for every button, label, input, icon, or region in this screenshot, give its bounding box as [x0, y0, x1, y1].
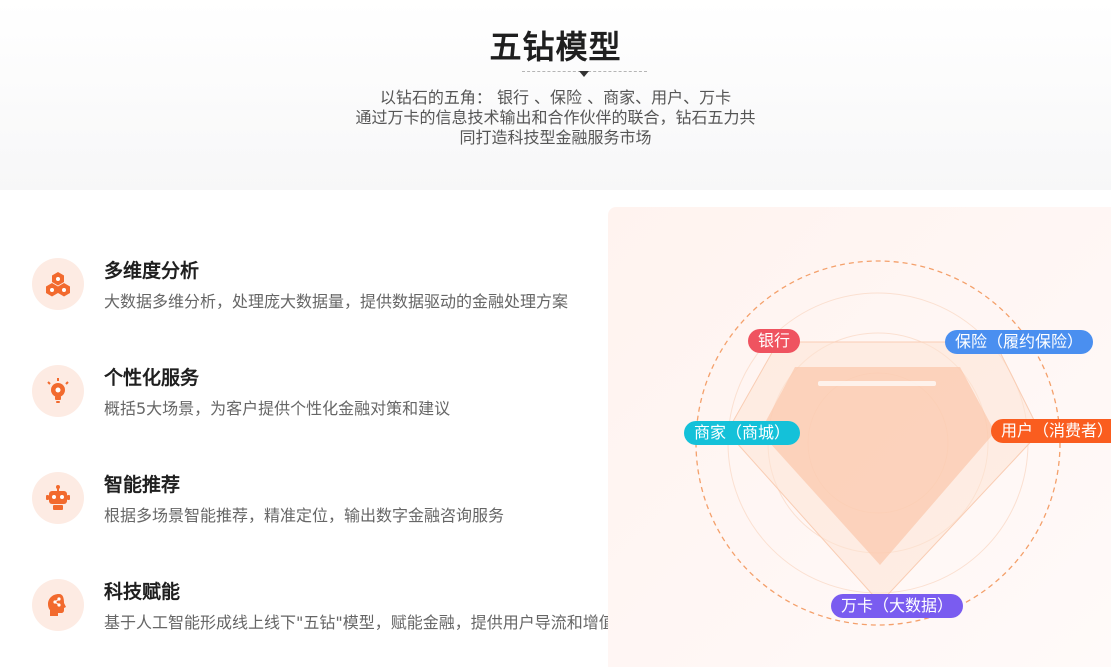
page-subtitle: 以钻石的五角： 银行 、保险 、商家、用户、万卡 通过万卡的信息技术输出和合作伙…: [0, 88, 1111, 148]
feature-description: 概括5大场景，为客户提供个性化金融对策和建议: [104, 399, 451, 418]
tag-user: 用户（消费者）: [991, 419, 1111, 443]
subtitle-line: 同打造科技型金融服务市场: [459, 128, 652, 147]
feature-description: 大数据多维分析，处理庞大数据量，提供数据驱动的金融处理方案: [104, 292, 569, 311]
title-arrow-icon: [579, 71, 589, 77]
tag-wanka: 万卡（大数据）: [831, 594, 964, 618]
feature-title: 多维度分析: [104, 260, 200, 282]
feature-description: 根据多场景智能推荐，精准定位，输出数字金融咨询服务: [104, 506, 505, 525]
lightbulb-icon: [32, 365, 84, 417]
diamond-highlight: [818, 381, 936, 386]
feature-title: 智能推荐: [104, 474, 181, 496]
feature-description: 基于人工智能形成线上线下"五钻"模型，赋能金融，提供用户导流和增值: [104, 613, 615, 632]
tag-insurance: 保险（履约保险）: [945, 330, 1094, 354]
feature-title: 个性化服务: [104, 367, 200, 389]
subtitle-line: 以钻石的五角： 银行 、保险 、商家、用户、万卡: [379, 88, 732, 107]
diamond-inner-shape: [760, 367, 995, 565]
subtitle-line: 通过万卡的信息技术输出和合作伙伴的联合，钻石五力共: [355, 108, 756, 127]
header-band: [0, 0, 1111, 190]
tag-merchant: 商家（商城）: [684, 421, 801, 445]
tag-bank: 银行: [748, 329, 801, 353]
page-title: 五钻模型: [489, 28, 622, 66]
ai-head-icon: [32, 579, 84, 631]
feature-title: 科技赋能: [104, 581, 181, 603]
robot-icon: [32, 472, 84, 524]
cubes-icon: [32, 258, 84, 310]
